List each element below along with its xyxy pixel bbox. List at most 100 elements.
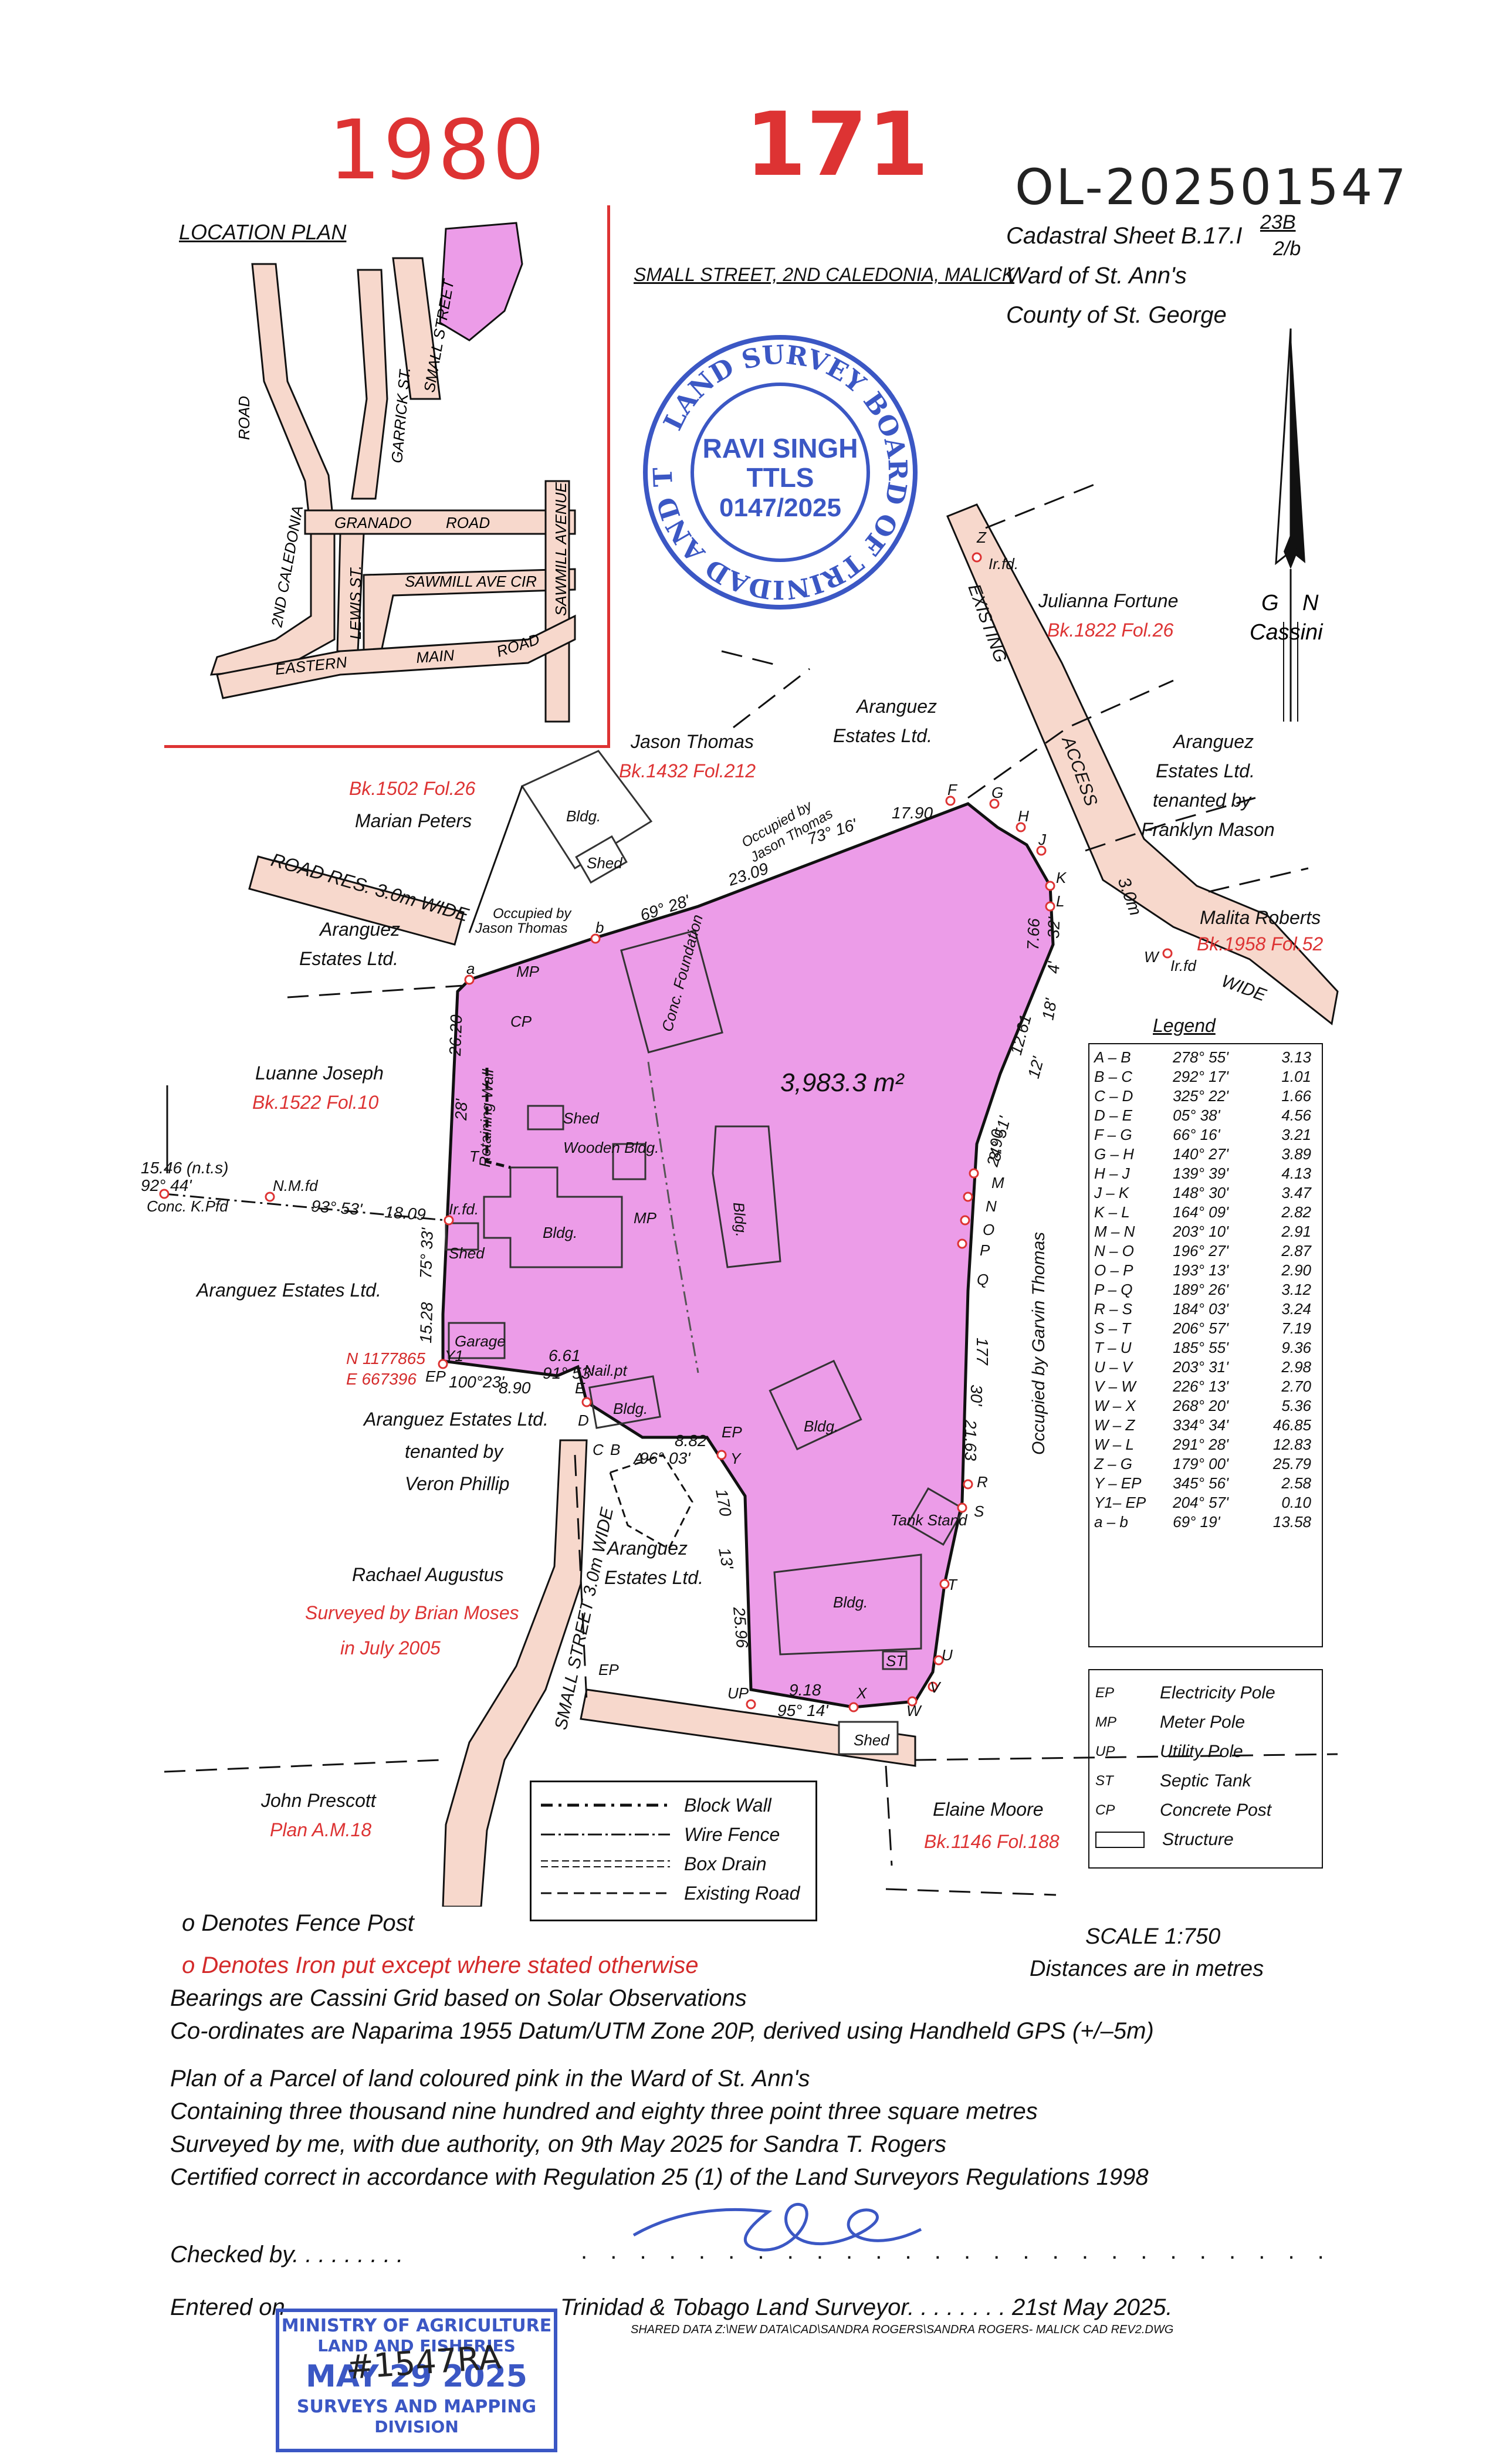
legend-title: Legend xyxy=(1153,1015,1216,1036)
legend-distance: 2.90 xyxy=(1281,1261,1311,1279)
retaining-wall xyxy=(485,1068,511,1169)
legend-bearing: 203° 31' xyxy=(1173,1358,1228,1376)
distances-note: Distances are in metres xyxy=(1030,1957,1264,1981)
dim-26-20: 26.20 xyxy=(446,1014,465,1057)
svg-text:N.M.fd: N.M.fd xyxy=(273,1177,319,1194)
svg-text:Aranguez: Aranguez xyxy=(606,1538,688,1559)
svg-text:J: J xyxy=(1038,831,1047,848)
svg-text:Bldg.: Bldg. xyxy=(804,1417,838,1435)
svg-text:Estates Ltd.: Estates Ltd. xyxy=(833,725,932,746)
legend-bearing: 05° 38' xyxy=(1173,1106,1220,1124)
dim-32: 32' xyxy=(1044,916,1063,939)
location-plan-title: LOCATION PLAN xyxy=(179,220,347,244)
surveyor-signature xyxy=(632,2203,922,2252)
svg-text:Wooden Bldg.: Wooden Bldg. xyxy=(563,1139,659,1156)
svg-text:Bk.1502 Fol.26: Bk.1502 Fol.26 xyxy=(349,778,475,799)
symbol-label: Septic Tank xyxy=(1160,1771,1251,1791)
file-ref-171: 171 xyxy=(745,94,929,196)
symbol-label: Utility Pole xyxy=(1160,1742,1243,1761)
legend-distance: 5.36 xyxy=(1281,1397,1311,1414)
legend-bearing: 139° 39' xyxy=(1173,1165,1228,1182)
legend-line: W – Z xyxy=(1094,1416,1135,1434)
svg-text:Y1: Y1 xyxy=(445,1347,463,1365)
ward-text: Ward of St. Ann's xyxy=(1006,263,1187,289)
shed-1 xyxy=(527,1105,564,1131)
legend-bearing: 345° 56' xyxy=(1173,1474,1228,1492)
svg-text:Jason Thomas: Jason Thomas xyxy=(630,731,754,752)
parcel-area: 3,983.3 m² xyxy=(780,1068,905,1097)
dim-4: 4' xyxy=(1044,960,1063,974)
legend-line: U – V xyxy=(1094,1358,1133,1376)
garage xyxy=(448,1322,506,1359)
legend-distance: 2.58 xyxy=(1281,1474,1311,1492)
dim-96-03: 96° 03' xyxy=(639,1449,691,1467)
note-fence-post: o Denotes Fence Post xyxy=(182,1910,414,1936)
svg-text:MP: MP xyxy=(516,963,540,980)
legend-line: R – S xyxy=(1094,1300,1133,1318)
symbol-code: UP xyxy=(1095,1744,1115,1759)
legend-distance: 2.91 xyxy=(1281,1223,1311,1240)
shared-data-path: SHARED DATA Z:\NEW DATA\CAD\SANDRA ROGER… xyxy=(631,2323,1174,2336)
legend-bearing: 185° 55' xyxy=(1173,1339,1228,1356)
svg-text:Occupied by: Occupied by xyxy=(493,906,572,922)
svg-text:T: T xyxy=(947,1576,958,1593)
cadastral-ref-bottom: 2/b xyxy=(1273,238,1301,260)
shed-bottom xyxy=(838,1721,899,1755)
location-label-sawmill-cir: SAWMILL AVE CIR xyxy=(405,573,537,590)
stamp-title: TTLS xyxy=(747,462,814,493)
bldg-2 xyxy=(712,1125,781,1268)
legend-distance: 3.13 xyxy=(1281,1048,1311,1066)
symbol-code: MP xyxy=(1095,1714,1116,1730)
legend-bearing: 278° 55' xyxy=(1173,1048,1228,1066)
legend-line: Y1– EP xyxy=(1094,1494,1146,1511)
svg-text:X: X xyxy=(856,1684,868,1702)
svg-text:V: V xyxy=(930,1678,942,1696)
location-label-lewis: LEWIS ST. xyxy=(347,566,364,639)
dim-95-14: 95° 14' xyxy=(777,1701,829,1720)
location-road-granado xyxy=(304,509,576,535)
dim-13: 13' xyxy=(715,1546,737,1572)
svg-text:Jason Thomas: Jason Thomas xyxy=(475,920,567,936)
svg-text:B: B xyxy=(610,1441,620,1458)
legend-bearing: 196° 27' xyxy=(1173,1242,1228,1260)
svg-text:Occupied by Garvin Thomas: Occupied by Garvin Thomas xyxy=(1029,1232,1048,1455)
cert-line-1: Plan of a Parcel of land coloured pink i… xyxy=(170,2066,810,2091)
shed-outside-top xyxy=(575,835,628,884)
legend-bearing: 189° 26' xyxy=(1173,1281,1228,1298)
legend-bearing: 268° 20' xyxy=(1173,1397,1228,1414)
dim-8-90: 8.90 xyxy=(986,1128,1007,1162)
legend-line: V – W xyxy=(1094,1377,1136,1395)
location-road-2nd-caledonia xyxy=(209,263,336,676)
dim-8-82: 8.82 xyxy=(675,1431,707,1450)
file-number: OL-202501547 xyxy=(1015,158,1409,216)
cadastral-ref-top: 23B xyxy=(1260,211,1296,233)
legend-distance: 3.47 xyxy=(1281,1184,1311,1201)
symbol-code: ST xyxy=(1095,1773,1113,1789)
bottom-road-strip xyxy=(580,1688,916,1767)
dim-21-63: 21.63 xyxy=(962,1419,980,1461)
file-ref-1980: 1980 xyxy=(329,103,547,198)
svg-text:L: L xyxy=(1056,892,1064,910)
legend-bearing: 226° 13' xyxy=(1173,1377,1228,1395)
legend-distance: 2.82 xyxy=(1281,1203,1311,1221)
ministry-stamp-line3: SURVEYS AND MAPPING xyxy=(296,2397,537,2417)
north-n: N xyxy=(1302,591,1319,615)
svg-text:EP: EP xyxy=(598,1661,619,1678)
bldg-main-1 xyxy=(483,1166,623,1268)
legend-distance: 3.24 xyxy=(1281,1300,1311,1318)
symbol-legend-row: ST Septic Tank xyxy=(1095,1766,1316,1796)
svg-text:Estates Ltd.: Estates Ltd. xyxy=(1156,760,1255,781)
svg-text:Ir.fd.: Ir.fd. xyxy=(989,555,1018,573)
dim-18-09: 18.09 xyxy=(384,1203,427,1224)
legend-line: W – L xyxy=(1094,1436,1134,1453)
svg-text:Q: Q xyxy=(977,1271,989,1288)
